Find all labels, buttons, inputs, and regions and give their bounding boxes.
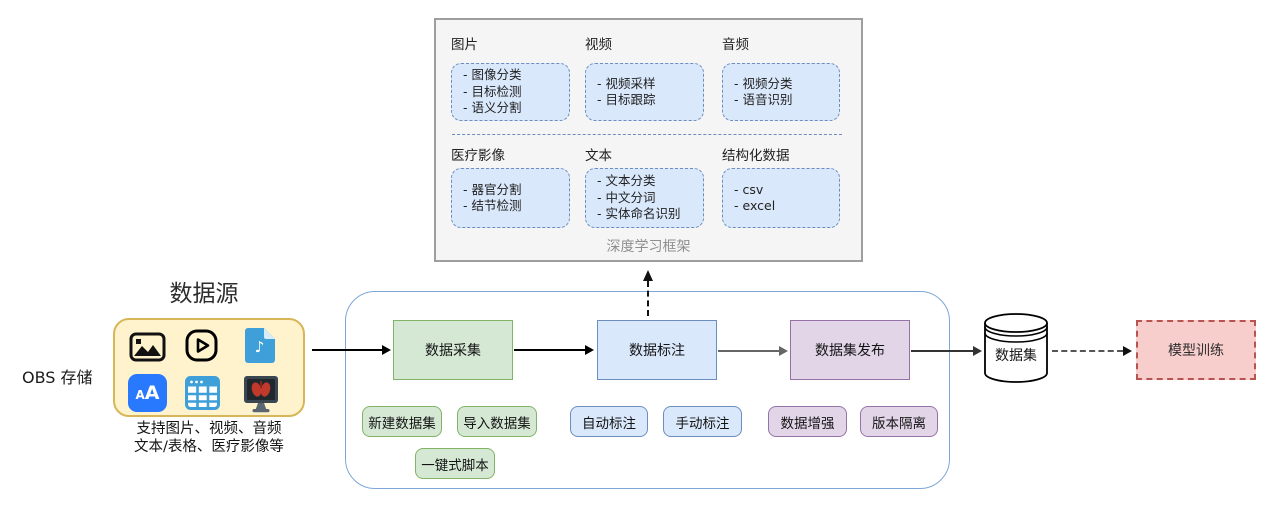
action-one-click-script: 一键式脚本 [415,448,495,479]
video-play-icon [185,329,218,366]
arrow-publish-to-dataset [911,350,973,352]
action-version-isolate: 版本隔离 [860,406,938,437]
audio-file-icon: ♪ [243,327,276,364]
framework-item: - 视频采样 [597,75,656,91]
framework-section-title: 医疗影像 [451,148,505,164]
image-icon [129,332,166,366]
dataset-cylinder-icon [983,312,1049,388]
caption-line-1: 支持图片、视频、音频 [136,421,282,437]
action-manual-label: 手动标注 [663,406,742,437]
framework-item: - 视频分类 [734,75,793,91]
action-data-augment: 数据增强 [768,406,847,437]
framework-item: - 目标跟踪 [597,92,656,107]
text-aa-icon: AA [128,374,167,412]
framework-item: - 图像分类 [463,67,522,83]
framework-row-divider [452,134,842,135]
medical-imaging-icon [241,374,281,418]
arrowhead-icon [1123,346,1132,356]
data-source-title: 数据源 [169,281,239,307]
data-source-caption: 支持图片、视频、音频 文本/表格、医疗影像等 [108,421,310,456]
framework-section-items: - 文本分类 - 中文分词 - 实体命名识别 [585,168,704,228]
arrow-collection-to-labeling [514,349,585,351]
action-import-dataset: 导入数据集 [457,406,537,437]
obs-storage-label: OBS 存储 [22,368,93,387]
framework-item: - 中文分词 [597,189,656,205]
framework-section-items: - 器官分割 - 结节检测 [451,168,570,228]
action-new-dataset: 新建数据集 [362,406,442,437]
action-auto-label: 自动标注 [570,406,648,437]
stage-data-collection: 数据采集 [393,320,513,380]
framework-section-items: - 图像分类 - 目标检测 - 语义分割 [451,63,570,121]
table-icon [185,376,220,414]
framework-section-title: 文本 [585,148,612,164]
arrowhead-icon [779,346,788,356]
framework-caption: 深度学习框架 [606,239,691,255]
framework-section-title: 音频 [722,37,749,53]
framework-section-title: 结构化数据 [722,148,790,164]
dataset-label: 数据集 [995,348,1037,364]
framework-item: - 文本分类 [597,173,656,189]
caption-line-2: 文本/表格、医疗影像等 [134,438,284,455]
framework-item: - excel [734,198,776,213]
framework-section-items: - 视频采样 - 目标跟踪 [585,63,704,121]
framework-section-title: 视频 [585,37,612,53]
music-note-glyph: ♪ [254,338,265,356]
framework-section-items: - csv - excel [722,168,840,228]
framework-item: - 结节检测 [463,198,522,213]
framework-section-title: 图片 [451,37,478,53]
framework-item: - 语音识别 [734,92,793,107]
framework-item: - csv [734,181,764,197]
arrowhead-icon [382,345,391,355]
framework-item: - 语义分割 [463,100,522,116]
model-training-box: 模型训练 [1136,320,1256,380]
framework-item: - 器官分割 [463,181,522,197]
arrow-dataset-to-training [1052,350,1123,352]
framework-item: - 目标检测 [463,83,522,99]
stage-data-labeling: 数据标注 [597,320,717,380]
arrowhead-icon [973,346,982,356]
data-source-box: ♪ AA [113,318,305,417]
arrow-labeling-to-publish [718,350,779,352]
arrowhead-up-icon [643,270,653,281]
stage-dataset-publish: 数据集发布 [790,320,910,380]
framework-box: 图片 - 图像分类 - 目标检测 - 语义分割 视频 - 视频采样 - 目标跟踪… [434,18,863,262]
arrow-labeling-to-framework [647,281,649,316]
framework-section-items: - 视频分类 - 语音识别 [722,63,840,121]
arrowhead-icon [585,345,594,355]
framework-item: - 实体命名识别 [597,206,681,222]
arrow-source-to-collection [312,349,382,351]
